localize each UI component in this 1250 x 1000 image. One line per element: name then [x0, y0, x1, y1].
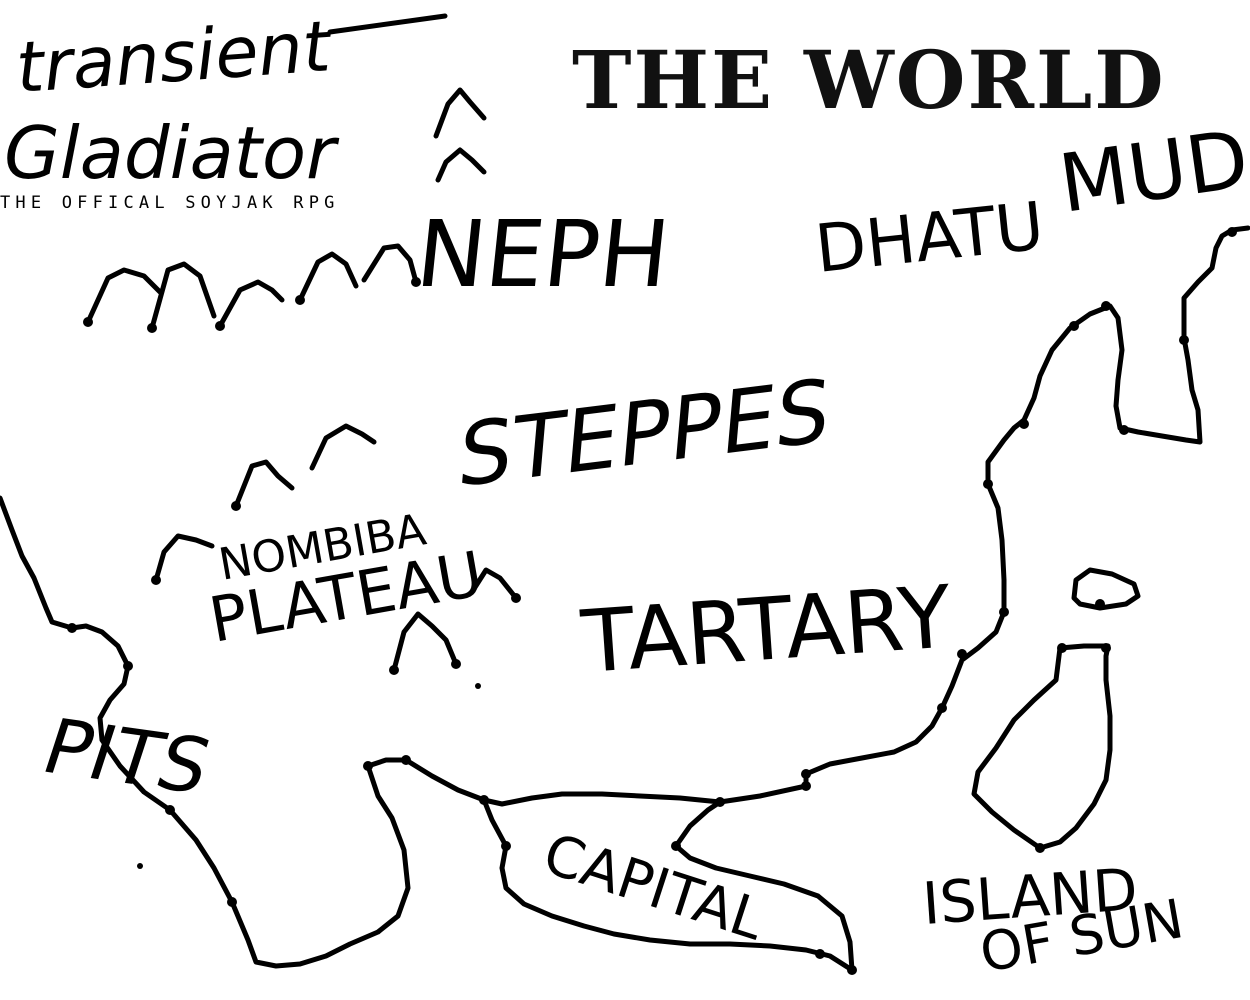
region-label-island-line1: ISLAND	[920, 855, 1140, 938]
game-subtitle: THE OFFICAL SOYJAK RPG	[0, 193, 340, 213]
island-of-sun-coastline	[971, 643, 1113, 851]
logo-strike-stroke	[327, 13, 448, 35]
region-label-dhatu: DHATU	[812, 187, 1048, 288]
region-label-capital: CAPITAL	[536, 821, 772, 953]
map-title: THE WORLD	[572, 33, 1166, 127]
region-label-mud: MUD	[1054, 112, 1250, 230]
logo-title-line1: transient	[13, 5, 335, 109]
region-label-tartary: TARTARY	[577, 567, 954, 693]
region-label-neph: NEPH	[412, 200, 675, 308]
islet-coastline	[1071, 567, 1141, 611]
mountain-range-north	[85, 243, 419, 331]
capital-bay-coastline	[481, 797, 855, 973]
ink-dots	[67, 227, 1237, 975]
mountain-peaks-neph	[433, 87, 487, 183]
logo-title-line2: Gladiator	[4, 111, 340, 195]
region-label-steppes: STEPPES	[454, 359, 834, 507]
region-label-pits: PITS	[32, 704, 221, 812]
mountain-range-plateau	[153, 423, 519, 673]
